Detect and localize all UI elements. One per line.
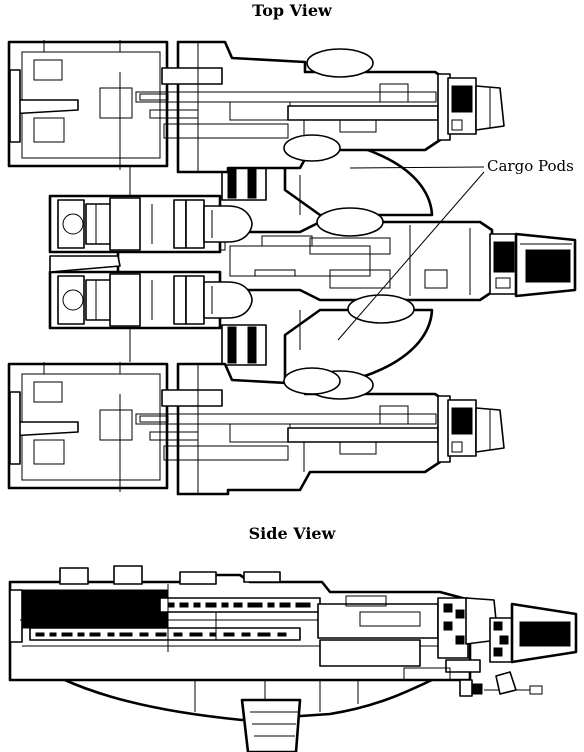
- top-view-drawing: [7, 38, 577, 496]
- top-view-title: Top View: [252, 1, 332, 20]
- central-hull: [48, 134, 577, 395]
- cargo-pods-label: Cargo Pods: [487, 157, 574, 175]
- side-view-title: Side View: [248, 524, 336, 543]
- lower-hull: [7, 360, 506, 496]
- upper-hull: [7, 38, 506, 174]
- side-view-drawing: [8, 565, 578, 752]
